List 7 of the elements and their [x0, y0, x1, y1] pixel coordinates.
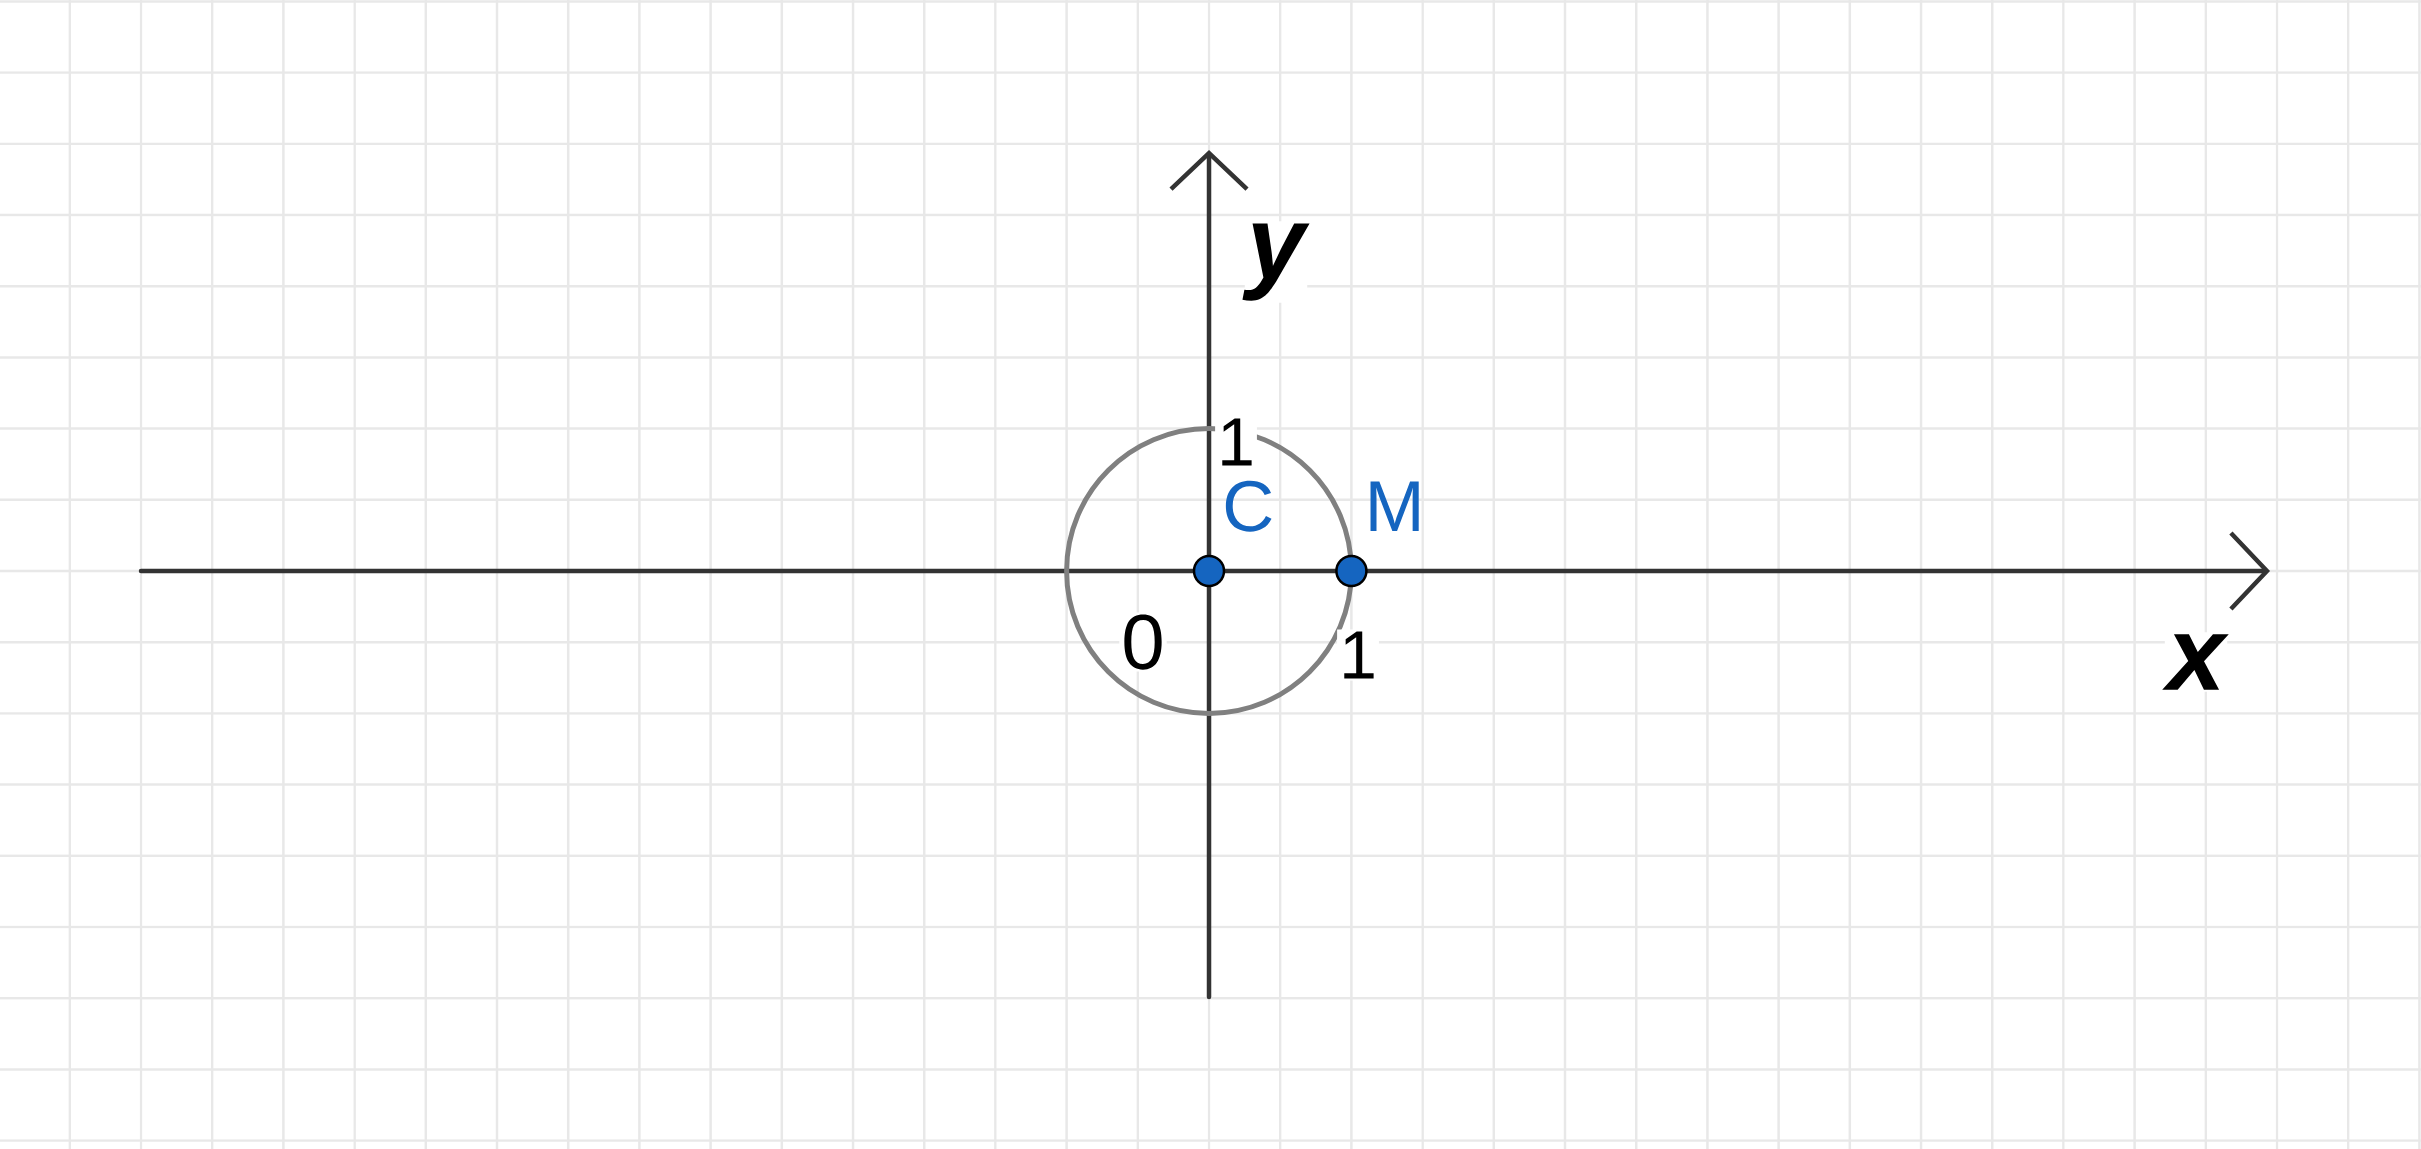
axis-label: x	[2162, 632, 2229, 692]
tick-label: 1	[1215, 416, 1257, 468]
axis-label: y	[1242, 221, 1310, 303]
origin-label: 0	[1119, 612, 1167, 672]
point-label: M	[1370, 481, 1419, 531]
point-label: C	[1225, 480, 1272, 532]
tick-label: 1	[1337, 629, 1379, 681]
